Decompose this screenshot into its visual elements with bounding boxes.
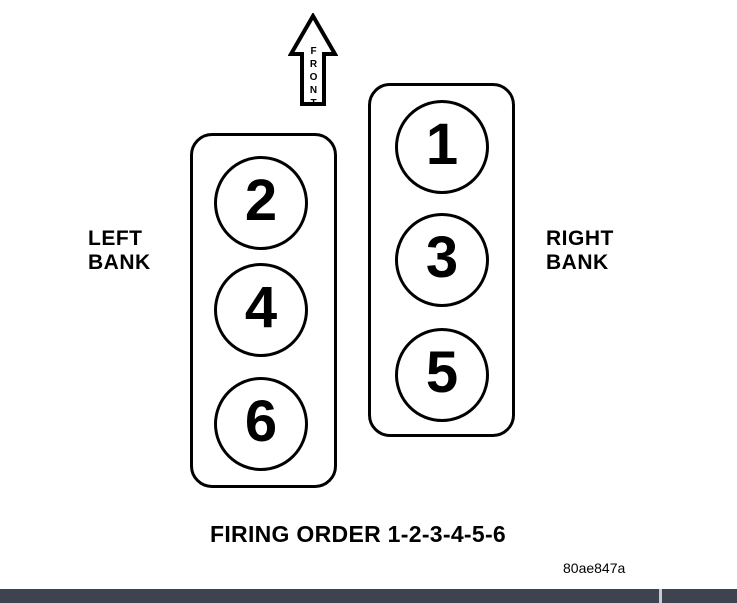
left-bank-label: LEFT BANK [88, 227, 151, 274]
cylinder-5-number: 5 [425, 340, 459, 405]
cylinder-6: 6 [214, 377, 308, 471]
cylinder-2-number: 2 [244, 168, 278, 233]
right-bank-outline: 1 3 5 [368, 83, 515, 437]
front-arrow-label: FRONT [308, 46, 319, 111]
up-arrow-icon [288, 13, 338, 106]
firing-order-caption: FIRING ORDER 1-2-3-4-5-6 [210, 521, 507, 547]
cylinder-3-number: 3 [425, 225, 459, 290]
cylinder-1: 1 [395, 100, 489, 194]
cylinder-3: 3 [395, 213, 489, 307]
cylinder-2: 2 [214, 156, 308, 250]
taskbar-strip[interactable] [0, 589, 737, 603]
cylinder-6-number: 6 [244, 389, 278, 454]
front-direction-arrow: FRONT [288, 13, 338, 111]
cylinder-5: 5 [395, 328, 489, 422]
left-bank-outline: 2 4 6 [190, 133, 337, 488]
cylinder-4-number: 4 [244, 275, 278, 340]
taskbar-divider [659, 589, 662, 603]
cylinder-1-number: 1 [425, 112, 459, 177]
cylinder-4: 4 [214, 263, 308, 357]
right-bank-label: RIGHT BANK [546, 227, 614, 274]
figure-code: 80ae847a [563, 560, 626, 576]
